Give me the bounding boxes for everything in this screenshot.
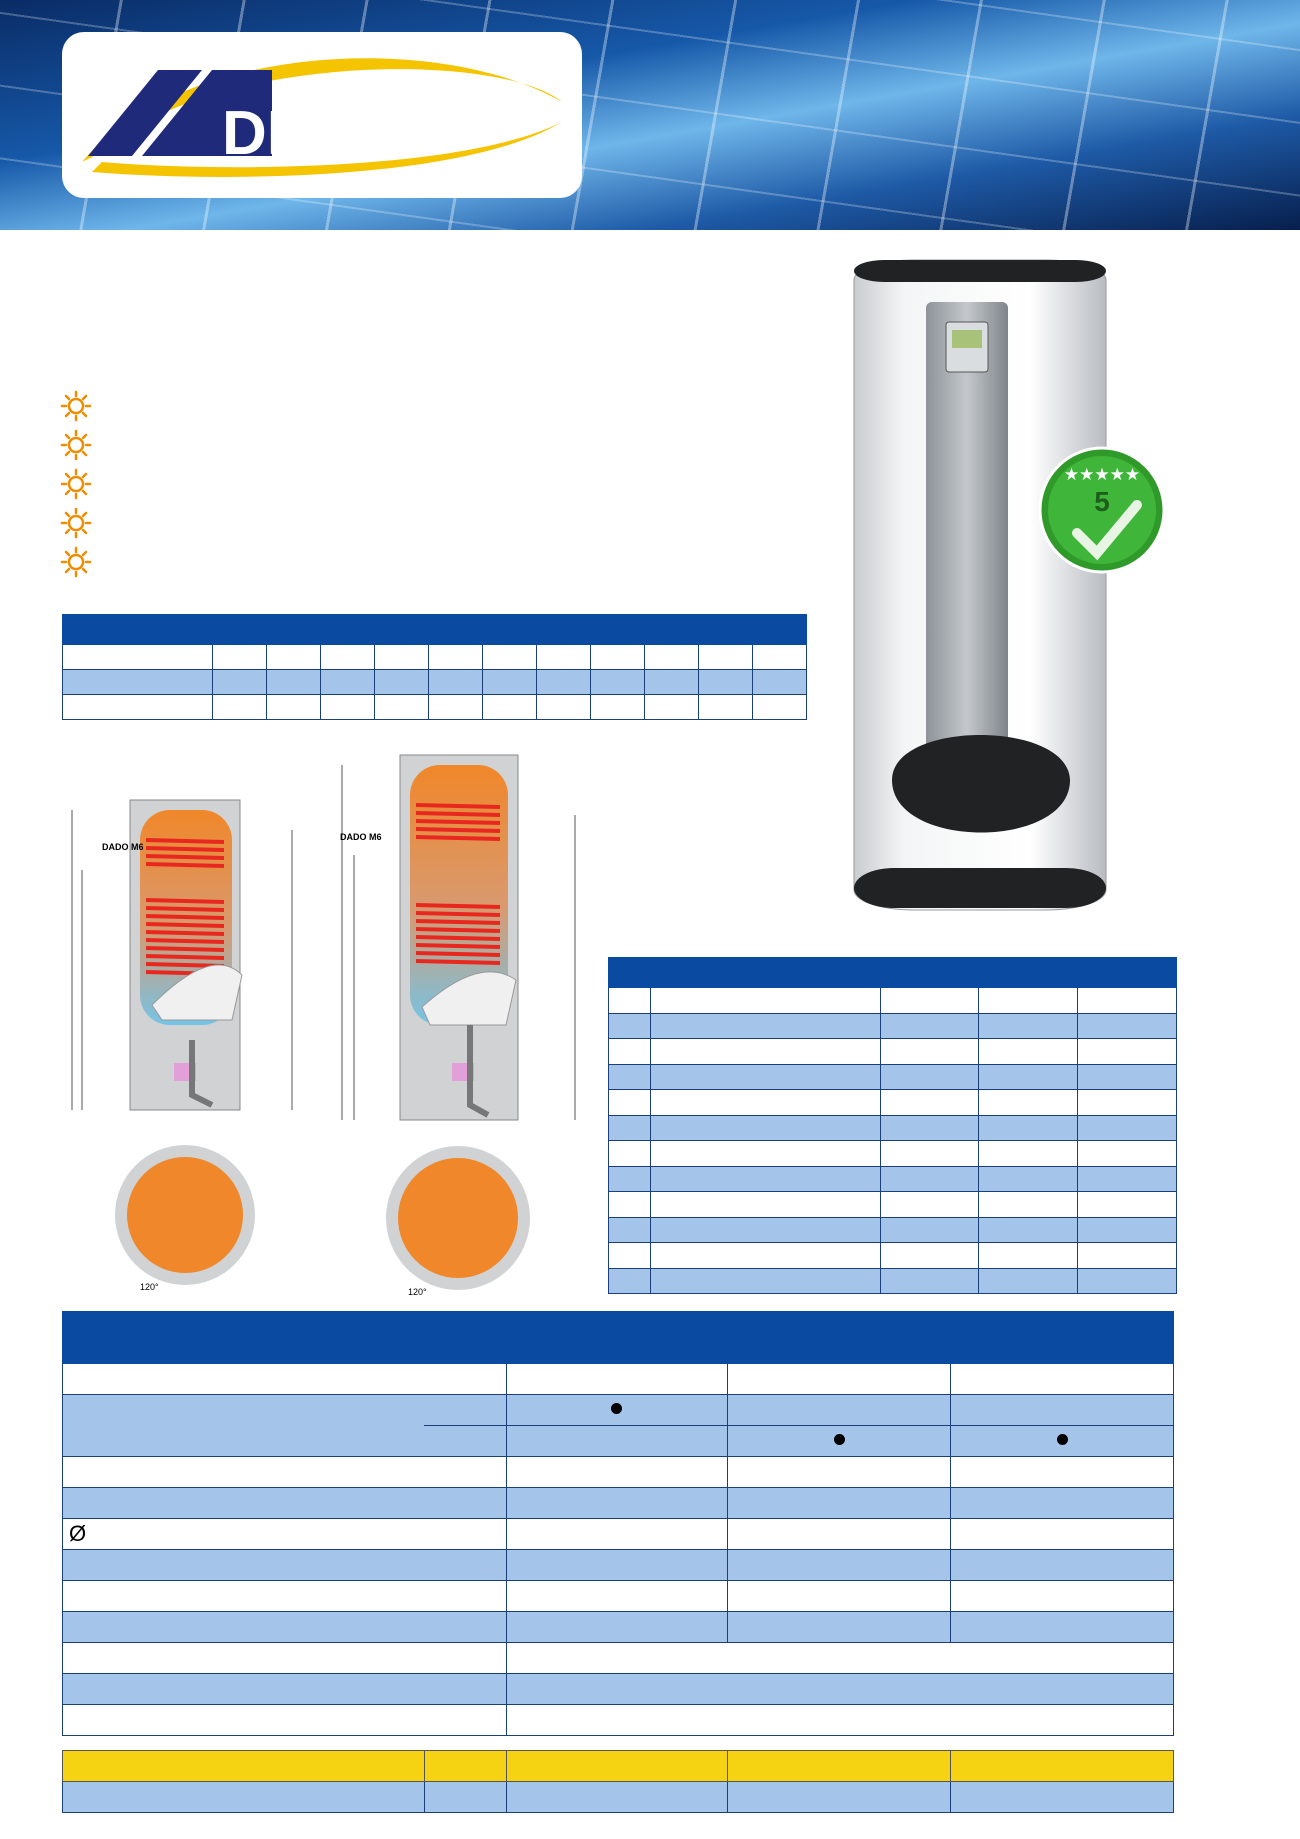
check-dot [611,1403,623,1414]
check-dot [833,1434,845,1445]
check-dot [1056,1434,1068,1445]
diameter-symbol: Ø [69,1521,87,1546]
angle-label: 120° [408,1287,427,1297]
tank-top-view-right: 120° [386,1146,530,1297]
nut-label: DADO M6 [340,832,382,842]
angle-label: 120° [140,1282,159,1292]
sun-icon [60,546,92,578]
quality-badge: ★★★★★ 5 [1038,446,1166,574]
nut-label: DADO M6 [102,842,144,852]
logo-text: DRAIN [222,99,418,168]
logo-panel: DRAIN [62,32,582,198]
badge-stars: ★★★★★ [1064,465,1140,485]
sun-icon [60,507,92,539]
specifications-table: Ø [62,1311,1175,1813]
badge-number: 5 [1094,486,1110,517]
boiler-product-photo [853,259,1107,911]
tank-section-diagram-right: DADO M6 [340,754,576,1121]
sun-icon [60,429,92,461]
tank-top-view-left: 120° [115,1145,255,1292]
sun-icon [60,468,92,500]
feature-bullet-list [60,390,92,578]
tank-section-diagram-left: DADO M6 [71,799,293,1111]
dimensions-table [608,957,1177,1294]
company-logo: DRAIN [82,58,562,177]
model-table [62,614,807,720]
sun-icon [60,390,92,422]
